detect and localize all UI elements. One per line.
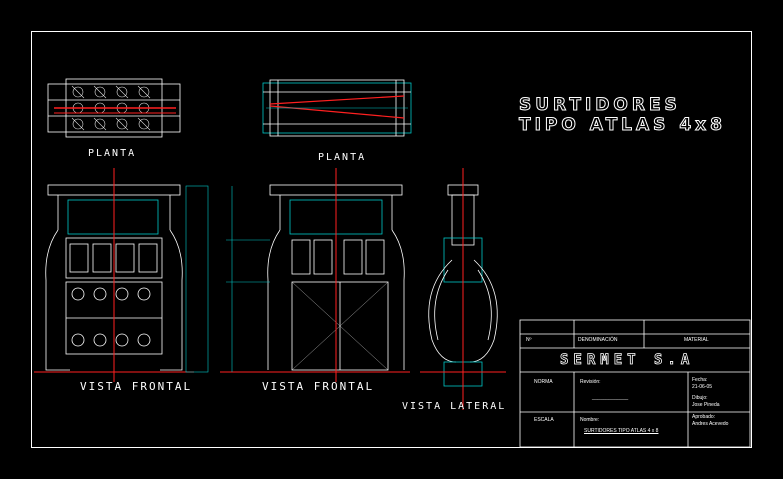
side-view-label: VISTA LATERAL [402,401,507,412]
drawing-title-line1: SURTIDORES [519,95,681,116]
tb-nombre-label: Nombre: [580,417,600,423]
plan-view-right [262,79,412,137]
plan-view-left [47,78,181,138]
front-view-left-label: VISTA FRONTAL [80,380,193,393]
tb-nombre-value: SURTIDORES TIPO ATLAS 4 x 8 [584,428,659,434]
tb-dibujo-value: Jose Pineda [692,402,720,408]
tb-fecha-value: 21-06-05 [692,384,713,390]
plan-view-left-label: PLANTA [88,148,137,159]
tb-col-no: Nº [526,337,532,343]
tb-revision-line: _____________ [592,395,629,401]
plan-view-right-label: PLANTA [318,152,367,163]
tb-company: SERMET S.A [560,352,695,369]
front-view-right [220,168,410,382]
tb-norma: NORMA [534,379,553,385]
front-view-left [34,168,209,382]
tb-aprobado-label: Aprobado: [692,414,716,420]
tb-col-material: MATERIAL [684,337,709,343]
sheet-frame [31,31,752,448]
tb-dibujo-label: Dibujo: [692,395,708,401]
tb-fecha-label: Fecha: [692,377,708,383]
tb-escala: ESCALA [534,417,554,423]
tb-aprobado-value: Andres Acevedo [692,421,729,427]
title-block [519,319,751,448]
side-view [420,168,506,410]
front-view-right-label: VISTA FRONTAL [262,380,375,393]
tb-col-denominacion: DENOMINACIÓN [578,337,618,343]
drawing-title-line2: TIPO ATLAS 4x8 [519,115,726,136]
tb-revision: Revisión: [580,379,601,385]
